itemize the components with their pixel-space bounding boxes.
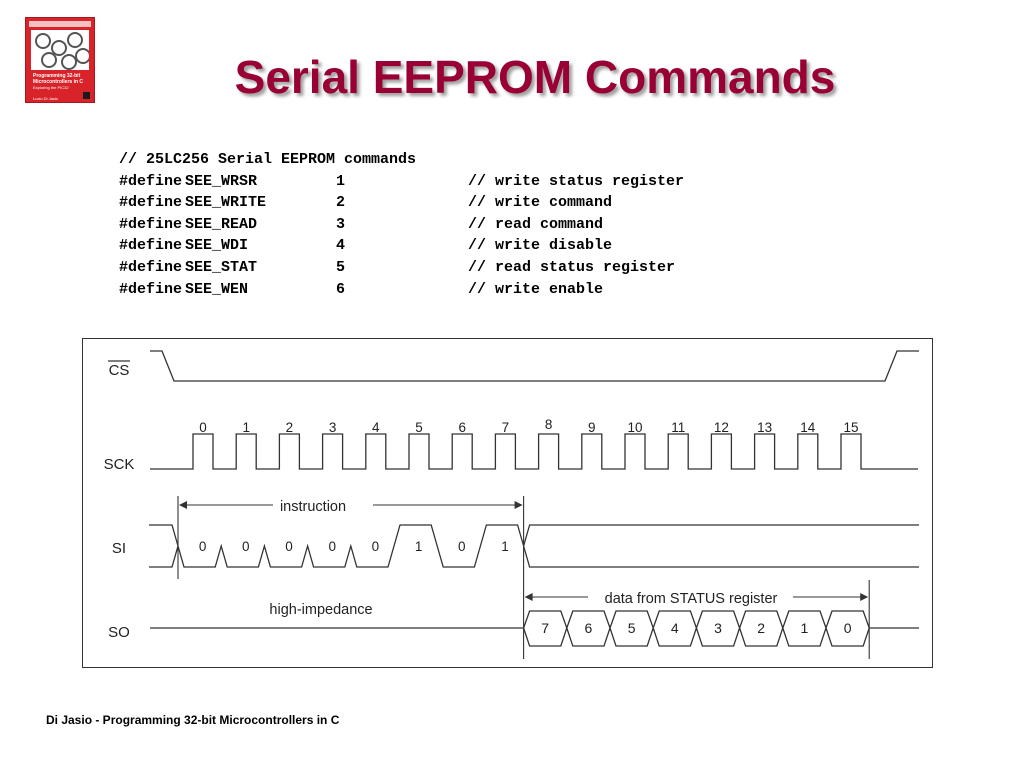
so-data-bit: 0 (844, 620, 852, 636)
cs-waveform (150, 350, 919, 382)
code-comment: // write status register (468, 172, 685, 190)
macro-value: 3 (336, 215, 346, 233)
so-data-bit: 7 (541, 620, 549, 636)
code-block: // 25LC256 Serial EEPROM commands #defin… (119, 149, 684, 300)
si-bit-cells (177, 524, 525, 568)
so-data-bit: 2 (757, 620, 765, 636)
slide-footer: Di Jasio - Programming 32-bit Microcontr… (46, 713, 340, 727)
clock-number: 11 (671, 420, 685, 435)
signal-label-cs: CS (109, 362, 130, 379)
define-keyword: #define (119, 237, 183, 255)
clock-number: 14 (800, 420, 816, 435)
signal-label-so: SO (108, 624, 130, 641)
macro-name: SEE_READ (185, 215, 258, 233)
book-cover-author: Lucio Di Jasio (33, 96, 58, 101)
clock-number: 10 (627, 420, 642, 435)
macro-value: 6 (336, 280, 346, 298)
code-comment: // read status register (468, 258, 676, 276)
so-data-bit: 5 (628, 620, 636, 636)
define-keyword: #define (119, 194, 183, 212)
data-label: data from STATUS register (605, 591, 778, 607)
clock-number: 9 (588, 420, 596, 435)
define-keyword: #define (119, 215, 183, 233)
define-keyword: #define (119, 258, 183, 276)
clock-number: 5 (415, 420, 423, 435)
clock-number: 3 (329, 420, 337, 435)
publisher-logo-icon (83, 92, 90, 99)
instruction-bit: 0 (458, 539, 466, 554)
clock-number: 0 (199, 420, 207, 435)
so-high-impedance-label: high-impedance (269, 602, 372, 618)
code-header-comment: // 25LC256 Serial EEPROM commands (119, 151, 417, 168)
define-keyword: #define (119, 172, 183, 190)
code-comment: // write enable (468, 280, 604, 298)
book-cover-subtitle: Exploring the PIC32 (33, 85, 69, 90)
data-arrowhead-left (524, 593, 533, 601)
define-keyword: #define (119, 280, 183, 298)
instruction-arrowhead-left (179, 501, 187, 509)
code-comment: // write disable (468, 237, 613, 255)
macro-name: SEE_WEN (185, 280, 249, 298)
so-data-bit: 4 (671, 620, 679, 636)
signal-label-si: SI (112, 540, 126, 557)
macro-value: 1 (336, 172, 346, 190)
instruction-arrowhead-right (514, 501, 523, 509)
so-data-bit: 1 (801, 620, 809, 636)
signal-label-sck: SCK (104, 456, 135, 473)
si-idle-end (522, 524, 919, 568)
macro-name: SEE_WRSR (185, 172, 258, 190)
sck-waveform (150, 433, 918, 470)
code-comment: // read command (468, 215, 604, 233)
so-data-cells (522, 610, 870, 647)
clock-number: 8 (545, 417, 553, 432)
instruction-bit: 1 (415, 539, 423, 554)
macro-name: SEE_STAT (185, 258, 258, 276)
clock-number: 12 (714, 420, 729, 435)
clock-number: 15 (843, 420, 858, 435)
clock-number: 7 (502, 420, 510, 435)
instruction-bit: 0 (372, 539, 380, 554)
clock-number: 13 (757, 420, 772, 435)
clock-number: 6 (458, 420, 466, 435)
instruction-bit: 0 (328, 539, 336, 554)
macro-value: 5 (336, 258, 346, 276)
book-cover-title: Programming 32-bit Microcontrollers in C (33, 73, 84, 85)
data-arrowhead-right (860, 593, 869, 601)
clock-number: 4 (372, 420, 380, 435)
macro-name: SEE_WDI (185, 237, 249, 255)
instruction-bit: 1 (501, 539, 509, 554)
clock-number: 2 (286, 420, 294, 435)
book-cover-strip (29, 21, 91, 27)
macro-name: SEE_WRITE (185, 194, 267, 212)
si-idle-start (149, 524, 179, 568)
macro-value: 2 (336, 194, 346, 212)
book-cover-art (31, 30, 89, 70)
so-data-bit: 6 (585, 620, 593, 636)
instruction-bit: 0 (242, 539, 250, 554)
instruction-bit: 0 (199, 539, 207, 554)
book-cover-image: Programming 32-bit Microcontrollers in C… (25, 17, 95, 103)
instruction-bit: 0 (285, 539, 293, 554)
macro-value: 4 (336, 237, 346, 255)
so-data-bit: 3 (714, 620, 722, 636)
instruction-label: instruction (280, 499, 346, 515)
clock-number: 1 (242, 420, 250, 435)
slide-title: Serial EEPROM Commands (234, 51, 836, 103)
code-comment: // write command (468, 194, 613, 212)
